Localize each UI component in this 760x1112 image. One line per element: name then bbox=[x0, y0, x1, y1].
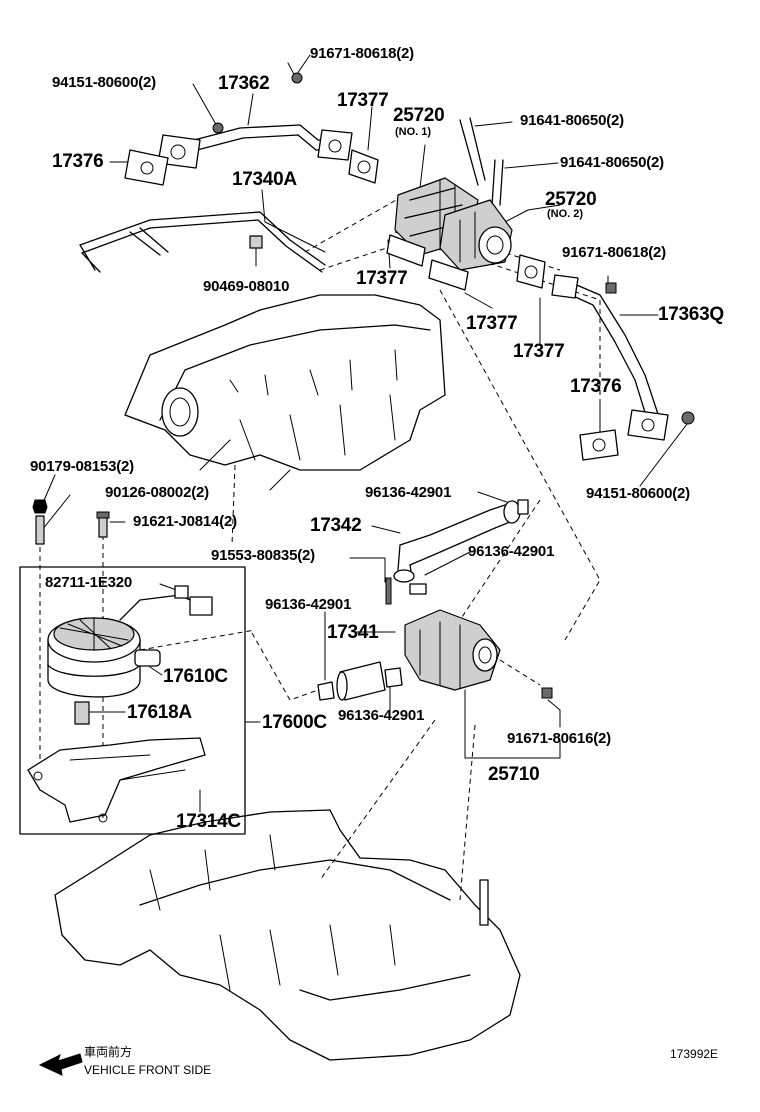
label-91553-80835: 91553-80835(2) bbox=[211, 547, 315, 564]
label-17376-a: 17376 bbox=[52, 151, 104, 172]
label-17618a: 17618A bbox=[127, 702, 192, 723]
label-25720-no2-sub: (NO. 2) bbox=[547, 208, 584, 220]
diagram-code: 173992E bbox=[670, 1047, 719, 1061]
hose-clamps bbox=[317, 499, 529, 701]
gasket-17377-upper bbox=[348, 149, 379, 184]
label-91621-j0814: 91621-J0814(2) bbox=[133, 513, 237, 530]
air-pipe-17363q bbox=[551, 274, 695, 441]
label-17377-d: 17377 bbox=[513, 341, 565, 362]
label-96136-42901-b: 96136-42901 bbox=[468, 543, 555, 560]
hose-17341 bbox=[336, 661, 386, 701]
air-pipe-17362 bbox=[157, 72, 353, 169]
label-91671-80618-right: 91671-80618(2) bbox=[562, 244, 666, 261]
studs-left bbox=[32, 499, 110, 545]
label-17341: 17341 bbox=[327, 622, 379, 643]
label-17342: 17342 bbox=[310, 515, 362, 536]
label-17600c: 17600C bbox=[262, 712, 327, 733]
gaskets-17377-lower bbox=[386, 234, 546, 291]
engine-block bbox=[54, 809, 521, 1061]
label-96136-42901-d: 96136-42901 bbox=[338, 707, 425, 724]
label-90126-08002: 90126-08002(2) bbox=[105, 484, 209, 501]
bracket-17314c bbox=[27, 737, 206, 823]
air-injection-valve-25710 bbox=[385, 577, 553, 699]
gasket-17376-upper bbox=[124, 149, 169, 186]
gasket-17376-lower bbox=[579, 429, 619, 461]
intake-manifold bbox=[124, 294, 446, 491]
label-17363q: 17363Q bbox=[658, 304, 724, 325]
label-17314c: 17314C bbox=[176, 811, 241, 832]
label-94151-80600-top: 94151-80600(2) bbox=[52, 74, 156, 91]
label-91641-80650-a: 91641-80650(2) bbox=[520, 112, 624, 129]
label-91641-80650-b: 91641-80650(2) bbox=[560, 154, 664, 171]
air-switching-valve-25720-no2 bbox=[439, 199, 513, 271]
label-94151-80600-right: 94151-80600(2) bbox=[586, 485, 690, 502]
front-direction-jp: 車両前方 bbox=[84, 1045, 133, 1059]
label-17362: 17362 bbox=[218, 73, 270, 94]
arrow-left-icon bbox=[38, 1053, 83, 1076]
label-91671-80616: 91671-80616(2) bbox=[507, 730, 611, 747]
vacuum-hose-17340a bbox=[79, 211, 326, 273]
label-91671-80618-top: 91671-80618(2) bbox=[310, 45, 414, 62]
label-90179-08153: 90179-08153(2) bbox=[30, 458, 134, 475]
label-17340a: 17340A bbox=[232, 169, 297, 190]
label-82711-1e320: 82711-1E320 bbox=[45, 574, 133, 591]
label-17377-c: 17377 bbox=[466, 313, 518, 334]
hose-17342 bbox=[393, 500, 521, 583]
label-25720-no2: 25720 bbox=[545, 189, 597, 210]
label-17377-b: 17377 bbox=[356, 268, 408, 289]
label-17377-a: 17377 bbox=[337, 90, 389, 111]
front-direction-en: VEHICLE FRONT SIDE bbox=[84, 1063, 212, 1077]
label-96136-42901-c: 96136-42901 bbox=[265, 596, 352, 613]
label-17610c: 17610C bbox=[163, 666, 228, 687]
label-17376-b: 17376 bbox=[570, 376, 622, 397]
label-25720-no1: 25720 bbox=[393, 105, 445, 126]
label-25710: 25710 bbox=[488, 764, 540, 785]
label-25720-no1-sub: (NO. 1) bbox=[395, 126, 432, 138]
label-90469-08010: 90469-08010 bbox=[203, 278, 290, 295]
air-pump-assembly-box bbox=[19, 566, 246, 835]
label-96136-42901-a: 96136-42901 bbox=[365, 484, 452, 501]
air-pump-17610c bbox=[47, 585, 213, 725]
